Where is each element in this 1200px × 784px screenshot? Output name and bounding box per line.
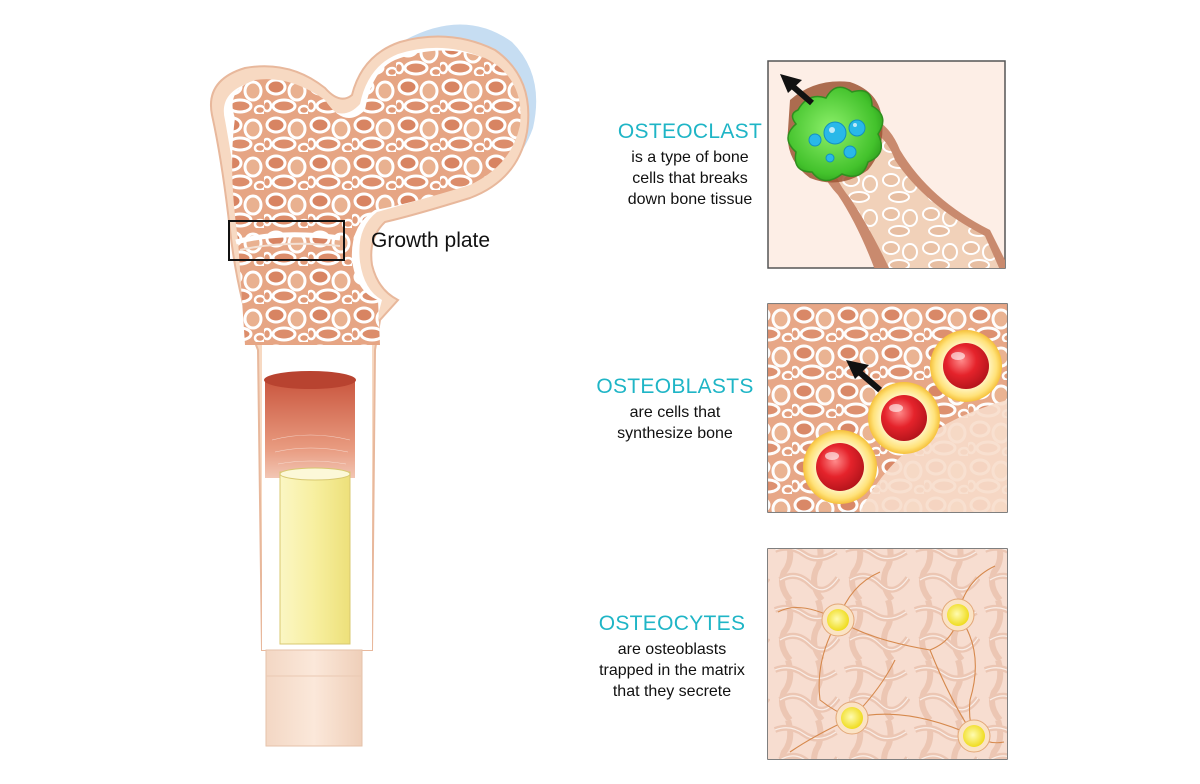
osteoblasts-caption: OSTEOBLASTS are cells that synthesize bo… xyxy=(570,374,780,444)
femur-shaft xyxy=(265,649,363,747)
osteoclast-caption: OSTEOCLAST is a type of bone cells that … xyxy=(585,119,795,210)
osteoclast-desc-line: cells that breaks xyxy=(632,170,748,187)
osteoclast-title: OSTEOCLAST xyxy=(617,120,763,143)
red-marrow xyxy=(265,378,355,478)
osteocytes-desc-line: are osteoblasts xyxy=(617,641,727,658)
femur xyxy=(210,24,537,747)
osteocyte-cell xyxy=(835,701,869,735)
osteocytes-desc-line: trapped in the matrix xyxy=(599,662,745,679)
osteoblast-cell xyxy=(803,430,877,504)
osteoclast-desc-line: down bone tissue xyxy=(627,191,753,208)
osteoblasts-desc-line: synthesize bone xyxy=(617,425,733,442)
osteoclast-panel xyxy=(767,60,1006,269)
osteocyte-cell xyxy=(941,598,975,632)
resorption-arrow xyxy=(780,74,814,106)
osteocytes-caption: OSTEOCYTES are osteoblasts trapped in th… xyxy=(567,611,777,702)
osteoblasts-panel xyxy=(767,303,1008,513)
synthesis-arrow xyxy=(846,360,882,393)
osteoblasts-desc-line: are cells that xyxy=(629,404,721,421)
yellow-marrow xyxy=(279,471,351,645)
osteocyte-cell xyxy=(957,719,991,753)
osteoblasts-title: OSTEOBLASTS xyxy=(596,375,754,398)
osteocyte-cell xyxy=(821,603,855,637)
osteocytes-panel xyxy=(767,548,1008,760)
growth-plate-callout xyxy=(228,220,345,261)
growth-plate-label: Growth plate xyxy=(371,229,491,252)
osteoblast-cell xyxy=(930,330,1002,402)
osteocytes-title: OSTEOCYTES xyxy=(598,612,746,635)
osteoclast-desc-line: is a type of bone xyxy=(631,149,749,166)
osteocytes-desc-line: that they secrete xyxy=(612,683,732,700)
osteoblast-cell xyxy=(868,382,940,454)
